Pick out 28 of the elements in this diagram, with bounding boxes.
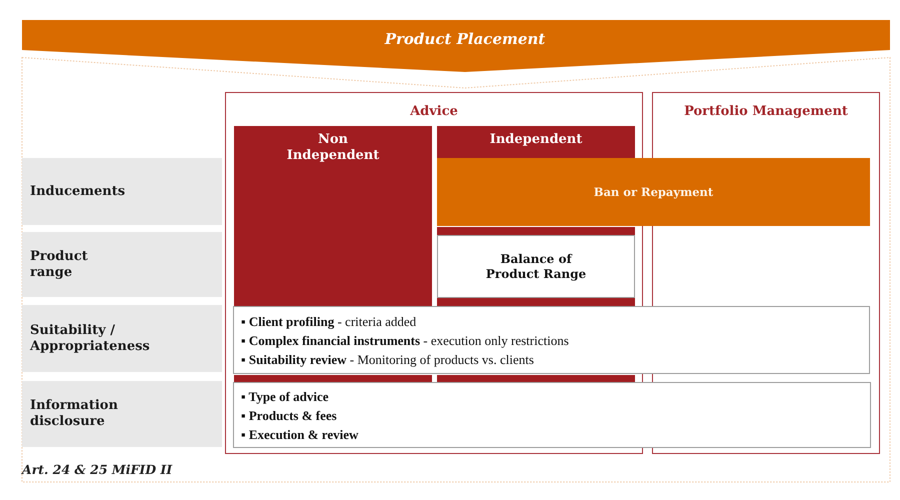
column-heading: Independent [488, 132, 584, 148]
row-header [22, 232, 222, 297]
list-item: ▪ Client profiling - criteria added [241, 312, 416, 330]
list-item: ▪ Type of advice [241, 388, 329, 406]
panel-heading: Portfolio Management [683, 104, 849, 120]
list-item: ▪ Execution & review [241, 426, 358, 444]
list-item: ▪ Products & fees [241, 406, 337, 424]
row-header [22, 305, 222, 372]
highlight-bar [437, 158, 870, 226]
row-label: Product range [30, 248, 89, 280]
bar-label: Ban or Repayment [594, 184, 714, 200]
row-label: Inducements [30, 184, 126, 200]
note-text: Balance of Product Range [484, 252, 588, 282]
list-item: ▪ Complex financial instruments - execution only restrictions [241, 332, 569, 350]
list-item: ▪ Suitability review - Monitoring of products vs. clients [241, 350, 534, 368]
bullet-list-panel [233, 382, 871, 448]
panel-heading: Advice [409, 104, 459, 120]
column-heading: Non Independent [286, 132, 380, 164]
row-header [22, 158, 222, 225]
title: Product Placement [384, 29, 546, 49]
row-label: Suitability / Appropriateness [30, 322, 151, 354]
column-bar [437, 126, 635, 159]
caption: Art. 24 & 25 MiFID II [22, 461, 172, 478]
note-panel [437, 235, 635, 298]
bullet-list-panel [233, 306, 870, 374]
row-header [22, 381, 222, 447]
column-bar [234, 126, 432, 307]
row-label: Information disclosure [30, 398, 119, 430]
